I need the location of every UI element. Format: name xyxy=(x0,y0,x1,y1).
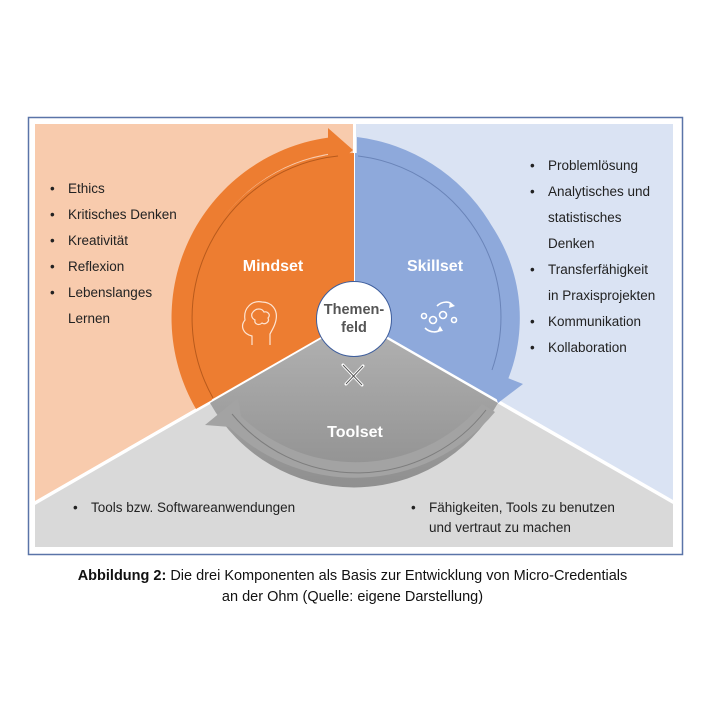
skillset-arrow-edge xyxy=(357,155,502,371)
caption-text-line1: Die drei Komponenten als Basis zur Entwi… xyxy=(166,568,628,584)
head-brain-icon xyxy=(242,301,277,345)
skillset-arrow-head xyxy=(487,370,523,403)
toolset-arrow-band xyxy=(222,404,495,478)
divider-line xyxy=(34,317,355,505)
divider-line xyxy=(353,317,674,504)
list-item: Kreativität xyxy=(46,228,177,254)
skillset-arrow-band xyxy=(357,137,517,376)
list-item: Tools bzw. Softwareanwendungen xyxy=(69,498,295,518)
toolset-left-list: Tools bzw. Softwareanwendungen xyxy=(69,498,295,518)
themenfeld-center: Themen- feld xyxy=(316,281,392,357)
mindset-label: Mindset xyxy=(242,258,304,275)
caption-label: Abbildung 2: xyxy=(77,568,167,584)
toolset-arrow-edge xyxy=(231,409,487,474)
list-item: Kritisches Denken xyxy=(46,202,177,228)
caption-text-line2: an der Ohm (Quelle: eigene Darstellung) xyxy=(221,589,484,605)
mindset-list: Ethics Kritisches Denken Kreativität Ref… xyxy=(46,176,177,332)
figure-caption: Abbildung 2: Die drei Komponenten als Ba… xyxy=(0,566,705,608)
mindset-arrow-head xyxy=(328,128,353,172)
list-item: Kollaboration xyxy=(526,335,655,361)
list-item: Problemlösung xyxy=(526,153,655,179)
skillset-list: Problemlösung Analytisches undstatistisc… xyxy=(526,153,655,361)
skillset-label: Skillset xyxy=(406,258,464,275)
list-item: Kommunikation xyxy=(526,309,655,335)
mindset-arrow-band xyxy=(171,137,333,409)
toolset-arrow-head xyxy=(205,398,243,428)
list-item: Ethics xyxy=(46,176,177,202)
mindset-arrow-edge xyxy=(191,155,339,399)
mindset-sector xyxy=(189,153,354,400)
center-label-line1: Themen- xyxy=(323,302,385,318)
center-label-line2: feld xyxy=(341,320,367,336)
toolset-label: Toolset xyxy=(327,424,383,441)
list-item: Reflexion xyxy=(46,254,177,280)
